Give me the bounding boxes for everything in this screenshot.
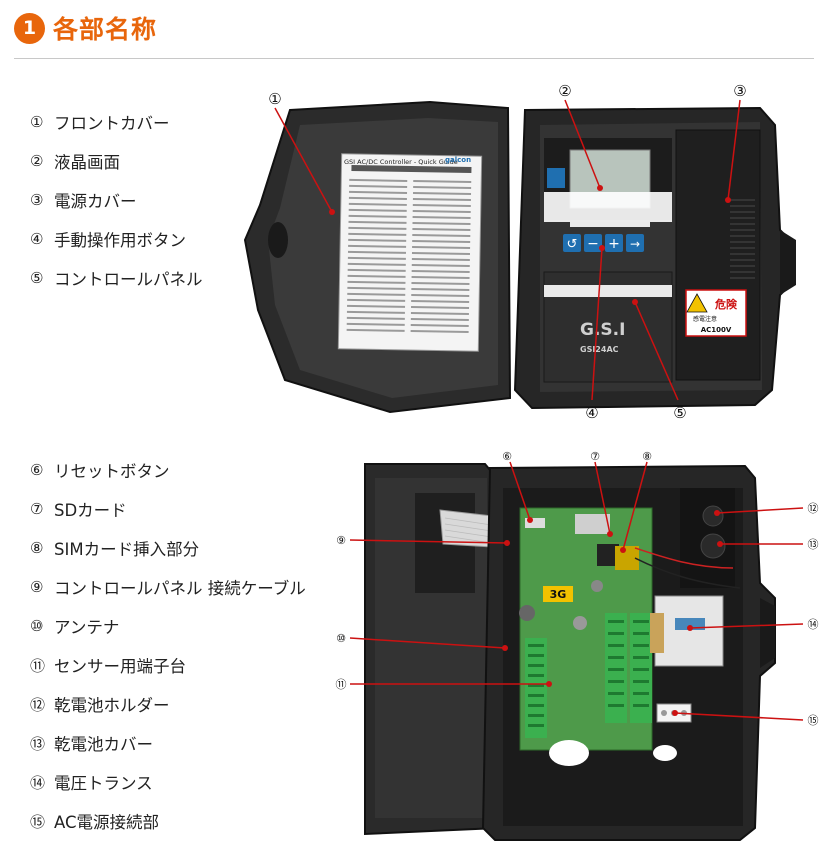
part-label: リセットボタン: [54, 462, 170, 481]
warning-danger-text: 危険: [714, 297, 738, 311]
part-label: コントロールパネル: [54, 270, 203, 289]
quick-guide-brand: galcon: [445, 156, 471, 164]
section-number-badge: 1: [14, 12, 45, 44]
svg-text:↺: ↺: [567, 237, 578, 252]
part-number: ⑨: [30, 578, 44, 596]
part-number: ④: [30, 230, 44, 248]
part-number: ⑦: [30, 500, 44, 518]
callout-3: ③: [733, 82, 746, 100]
callout-4: ④: [585, 404, 598, 422]
part-item: ⑮ AC電源接続部: [30, 809, 159, 833]
warning-caution-text: 感電注意: [693, 315, 717, 323]
warning-voltage-text: AC100V: [701, 326, 732, 334]
part-item: ① フロントカバー: [30, 110, 170, 134]
controller-front-photo: GSI AC/DC Controller - Quick Guide galco…: [240, 80, 800, 425]
callout-10: ⑩: [336, 632, 346, 645]
part-number: ⑪: [30, 656, 46, 675]
part-number: ③: [30, 191, 44, 209]
part-number: ①: [30, 113, 44, 131]
part-label: コントロールパネル 接続ケーブル: [54, 579, 306, 598]
brand-logo: G.S.I: [580, 320, 625, 340]
callout-11: ⑪: [336, 678, 347, 691]
part-number: ⑥: [30, 461, 44, 479]
part-number: ⑧: [30, 539, 44, 557]
part-number: ⑬: [30, 734, 46, 753]
section-title: 各部名称: [53, 15, 158, 44]
part-number: ⑩: [30, 617, 44, 635]
part-item: ③ 電源カバー: [30, 188, 137, 212]
part-item: ⑪ センサー用端子台: [30, 653, 186, 677]
part-item: ⑦ SDカード: [30, 497, 127, 521]
part-label: 電源カバー: [54, 192, 137, 211]
callout-13: ⑬: [808, 538, 819, 551]
model-label: GSI24AC: [580, 345, 619, 354]
part-item: ⑧ SIMカード挿入部分: [30, 536, 199, 560]
part-label: AC電源接続部: [54, 813, 160, 832]
part-label: SIMカード挿入部分: [54, 540, 200, 559]
callout-6: ⑥: [502, 450, 512, 463]
callout-14: ⑭: [808, 618, 819, 631]
part-label: アンテナ: [54, 618, 120, 637]
callout-9: ⑨: [336, 534, 346, 547]
controller-internal-photo: 3G: [335, 448, 825, 844]
part-label: 液晶画面: [54, 153, 120, 172]
part-item: ⑫ 乾電池ホルダー: [30, 692, 170, 716]
part-item: ⑨ コントロールパネル 接続ケーブル: [30, 575, 306, 599]
part-number: ⑤: [30, 269, 44, 287]
part-number: ⑭: [30, 773, 46, 792]
callout-1: ①: [268, 90, 281, 108]
part-number: ⑫: [30, 695, 46, 714]
part-label: SDカード: [54, 501, 127, 520]
part-label: フロントカバー: [54, 114, 170, 133]
svg-text:−: −: [587, 236, 599, 252]
part-item: ⑤ コントロールパネル: [30, 266, 203, 290]
part-item: ⑬ 乾電池カバー: [30, 731, 153, 755]
callout-5: ⑤: [673, 404, 686, 422]
part-item: ⑩ アンテナ: [30, 614, 119, 638]
part-label: 電圧トランス: [54, 774, 153, 793]
callout-8: ⑧: [642, 450, 652, 463]
part-item: ② 液晶画面: [30, 149, 120, 173]
callout-12: ⑫: [808, 502, 819, 515]
part-label: 手動操作用ボタン: [54, 231, 186, 250]
part-number: ②: [30, 152, 44, 170]
part-label: 乾電池ホルダー: [54, 696, 170, 715]
part-label: センサー用端子台: [54, 657, 186, 676]
part-item: ⑥ リセットボタン: [30, 458, 170, 482]
svg-text:→: →: [630, 237, 640, 251]
part-number: ⑮: [30, 812, 46, 831]
part-item: ④ 手動操作用ボタン: [30, 227, 186, 251]
header-divider: [14, 58, 814, 59]
section-header: 1 各部名称: [14, 8, 157, 48]
callout-2: ②: [558, 82, 571, 100]
board-3g-label: 3G: [550, 588, 567, 601]
quick-guide-title: GSI AC/DC Controller - Quick Guide: [344, 158, 458, 166]
svg-text:+: +: [608, 236, 620, 252]
part-item: ⑭ 電圧トランス: [30, 770, 153, 794]
part-label: 乾電池カバー: [54, 735, 153, 754]
callout-7: ⑦: [590, 450, 600, 463]
callout-15: ⑮: [808, 714, 819, 727]
